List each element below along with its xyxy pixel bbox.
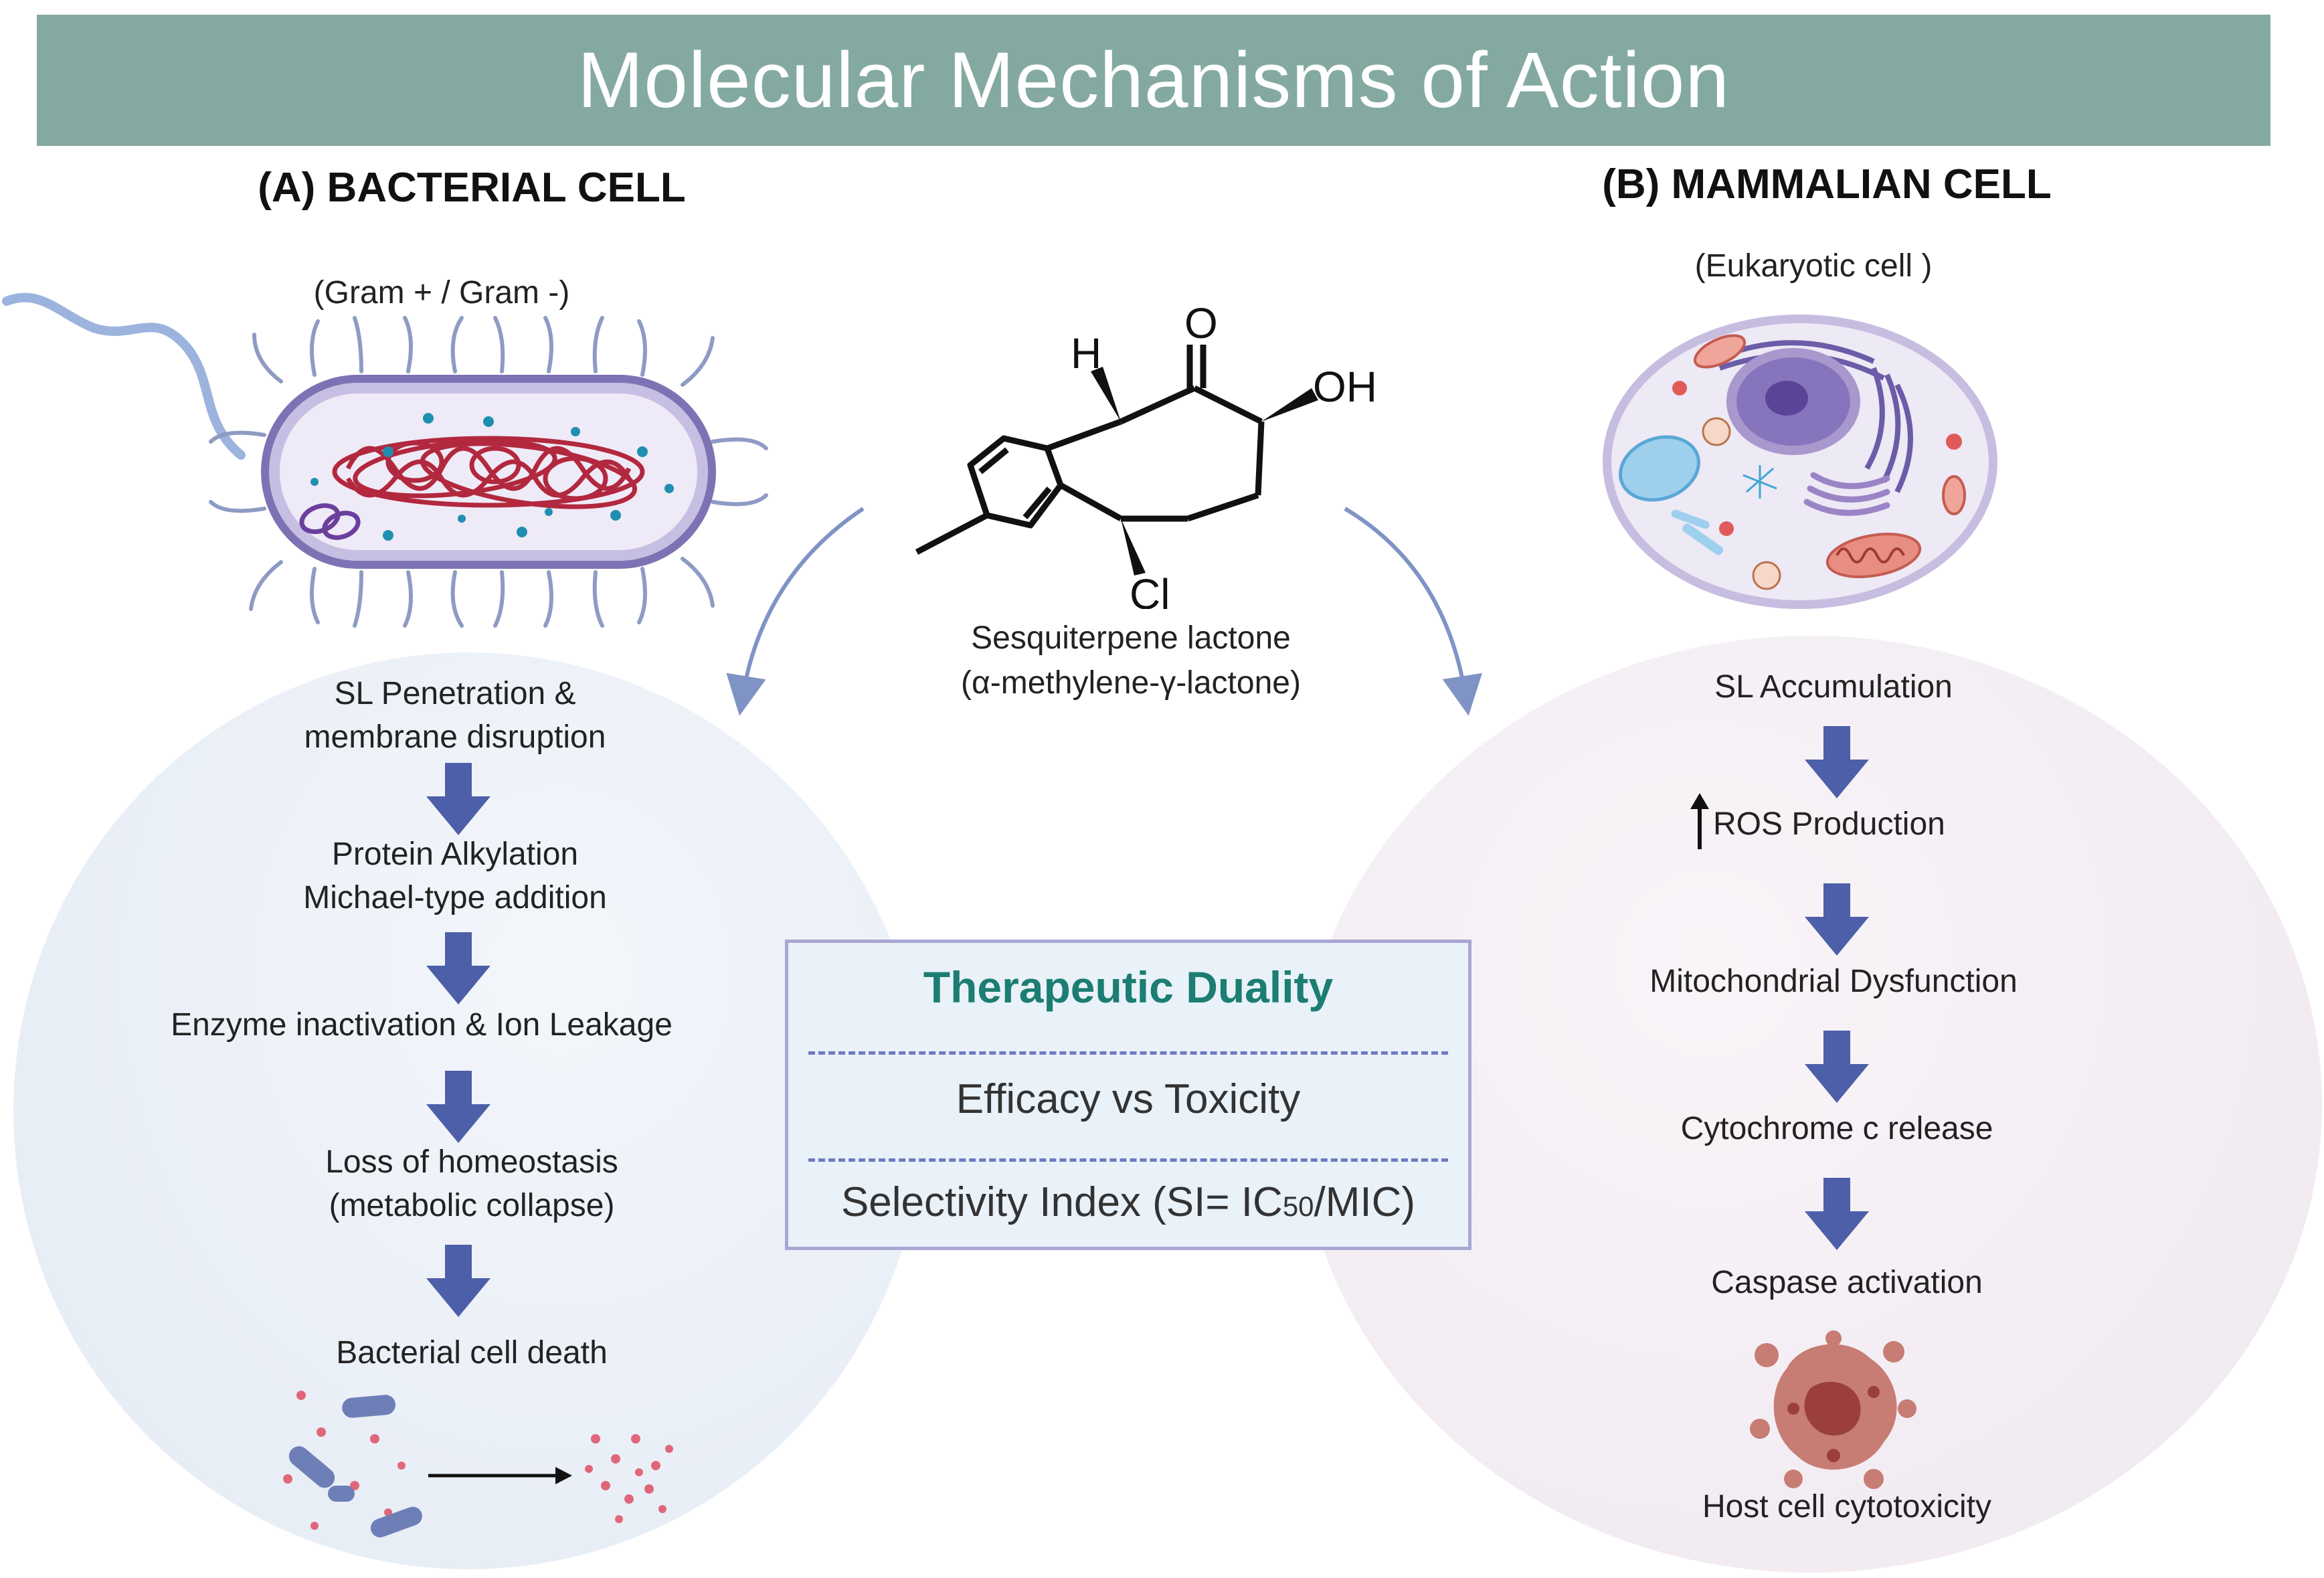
arrow-down-icon [1805, 726, 1869, 798]
arrow-down-icon [1805, 1178, 1869, 1250]
atom-h: H [1071, 329, 1101, 377]
mammalian-step-2: ROS Production [1713, 806, 1945, 842]
mammalian-step-3: Mitochondrial Dysfunction [1649, 964, 2018, 999]
apoptotic-cell-icon [1750, 1330, 1916, 1489]
bacterial-step-2: Protein Alkylation Michael-type addition [303, 837, 607, 915]
bacterial-step-3: Enzyme inactivation & Ion Leakage [171, 1007, 673, 1043]
eukaryotic-cell-icon [1603, 315, 1997, 609]
sesquiterpene-structure: O H OH Cl [915, 299, 1377, 609]
atom-cl: Cl [1130, 570, 1170, 609]
bacterial-step-4: Loss of homeostasis (metabolic collapse) [325, 1144, 618, 1223]
title-banner: Molecular Mechanisms of Action [37, 15, 2270, 146]
page-title: Molecular Mechanisms of Action [577, 36, 1730, 124]
arrow-down-icon [1805, 1031, 1869, 1103]
arrow-down-icon [426, 932, 490, 1004]
divider [808, 1158, 1448, 1162]
atom-oh: OH [1313, 363, 1377, 411]
mammalian-step-5: Caspase activation [1711, 1265, 1983, 1300]
bacterial-step-1: SL Penetration & membrane disruption [304, 676, 606, 755]
efficacy-vs-toxicity: Efficacy vs Toxicity [956, 1076, 1301, 1122]
selectivity-index: Selectivity Index (SI= IC50/MIC) [788, 1178, 1468, 1226]
molecule-label: Sesquiterpene lactone (α-methylene-γ-lac… [897, 616, 1365, 705]
bacterial-step-5: Bacterial cell death [336, 1335, 608, 1371]
arrow-down-icon [426, 763, 490, 835]
selectivity-suffix: /MIC) [1314, 1179, 1416, 1225]
mammalian-title: (B) MAMMALIAN CELL [1602, 161, 2052, 207]
duality-heading: Therapeutic Duality [923, 962, 1334, 1012]
arrow-down-icon [426, 1245, 490, 1317]
bacterium-icon [2, 292, 768, 628]
arrow-down-icon [426, 1071, 490, 1143]
selectivity-subscript: 50 [1282, 1191, 1314, 1222]
mammalian-step-6: Host cell cytotoxicity [1702, 1489, 1992, 1524]
mammalian-step-1: SL Accumulation [1714, 669, 1953, 705]
bacterial-subtitle: (Gram + / Gram -) [313, 275, 570, 311]
increase-arrow-icon [1686, 793, 1713, 853]
mammalian-step-4: Cytochrome c release [1680, 1111, 1993, 1146]
therapeutic-duality-box: Therapeutic Duality Efficacy vs Toxicity… [785, 940, 1471, 1250]
arrow-down-icon [1805, 883, 1869, 956]
molecule-class: (α-methylene-γ-lactone) [961, 665, 1301, 701]
mammalian-subtitle: (Eukaryotic cell ) [1694, 248, 1933, 284]
atom-o: O [1184, 299, 1218, 347]
molecule-name: Sesquiterpene lactone [971, 620, 1291, 656]
curved-arrows [726, 507, 1482, 716]
selectivity-prefix: Selectivity Index (SI= IC [840, 1179, 1283, 1225]
bacterial-lysis-icon [283, 1391, 673, 1538]
divider [808, 1051, 1448, 1055]
bacterial-title: (A) BACTERIAL CELL [258, 165, 686, 211]
